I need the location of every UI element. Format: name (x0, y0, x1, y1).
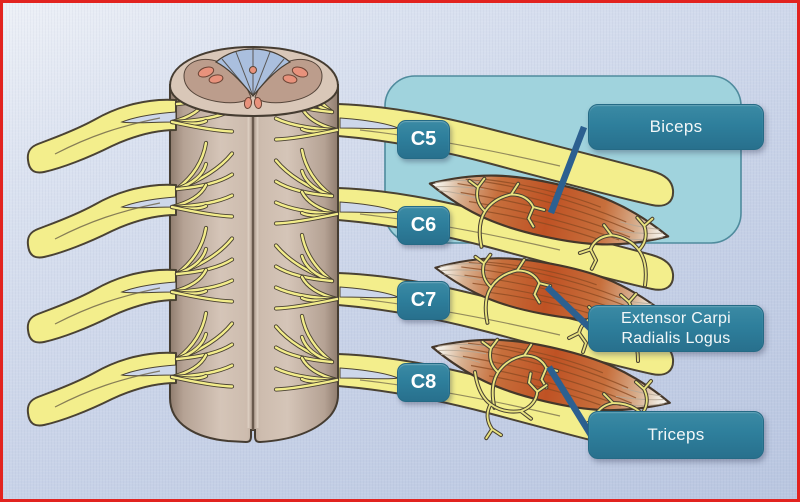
segment-label-c7-text: C7 (410, 289, 437, 311)
rootlet (170, 120, 234, 133)
rootlet (274, 128, 339, 141)
nerve-trunk-left-1 (26, 98, 177, 174)
callout-extensor-line2: Radialis Logus (621, 329, 731, 347)
callout-triceps: Triceps (588, 411, 764, 459)
trunk-crease-right-2 (359, 213, 561, 251)
rootlet (170, 290, 234, 303)
rootlet (175, 173, 234, 191)
pointer-line-extensor (544, 284, 595, 333)
nerve-trunk-left-4 (26, 351, 177, 427)
trunk-slit-left-4 (120, 364, 177, 377)
trunk-crease-left-4 (54, 370, 161, 408)
gray-matter-nuclei (197, 66, 309, 109)
callout-extensor-line1: Extensor Carpi (620, 309, 732, 327)
rootlet (274, 180, 334, 198)
segment-label-c5-text: C5 (410, 128, 437, 150)
trunk-crease-right-4 (359, 379, 561, 417)
rootlet (170, 375, 234, 388)
trunk-crease-left-2 (54, 202, 161, 240)
rootlet (170, 205, 234, 218)
rootlet (274, 297, 339, 310)
nerve-trunk-left-2 (26, 183, 177, 259)
pointer-lines (544, 125, 595, 437)
segment-label-c7: C7 (397, 281, 450, 320)
trunk-crease-left-3 (54, 287, 161, 325)
callout-triceps-text: Triceps (647, 425, 705, 444)
trunk-slit-left-3 (120, 281, 177, 294)
rootlet (274, 212, 339, 225)
rootlet (175, 343, 234, 361)
segment-label-c8: C8 (397, 363, 450, 402)
central-canal (249, 66, 257, 74)
callout-biceps-text: Biceps (649, 117, 703, 136)
trunk-slit-left-2 (120, 196, 177, 209)
trunk-slit-left-1 (120, 111, 177, 124)
rootlet (274, 346, 334, 364)
pointer-line-triceps (546, 365, 594, 437)
nerve-trunk-left-3 (26, 268, 177, 344)
cord-cross-section (168, 45, 340, 118)
rootlet (274, 265, 334, 283)
trunk-crease-right-1 (359, 129, 561, 167)
callout-extensor-carpi-radialis: Extensor Carpi Radialis Logus (588, 305, 764, 352)
callout-biceps: Biceps (588, 104, 764, 150)
rootlet (274, 378, 339, 391)
trunk-crease-right-3 (359, 298, 561, 336)
nerve-roots-left (26, 98, 177, 427)
segment-label-c8-text: C8 (410, 371, 437, 393)
trunk-crease-left-1 (54, 117, 161, 155)
segment-label-c6-text: C6 (410, 214, 437, 236)
pointer-line-biceps (547, 125, 588, 215)
segment-label-c5: C5 (397, 120, 450, 159)
rootlet (175, 258, 234, 276)
segment-label-c6: C6 (397, 206, 450, 245)
